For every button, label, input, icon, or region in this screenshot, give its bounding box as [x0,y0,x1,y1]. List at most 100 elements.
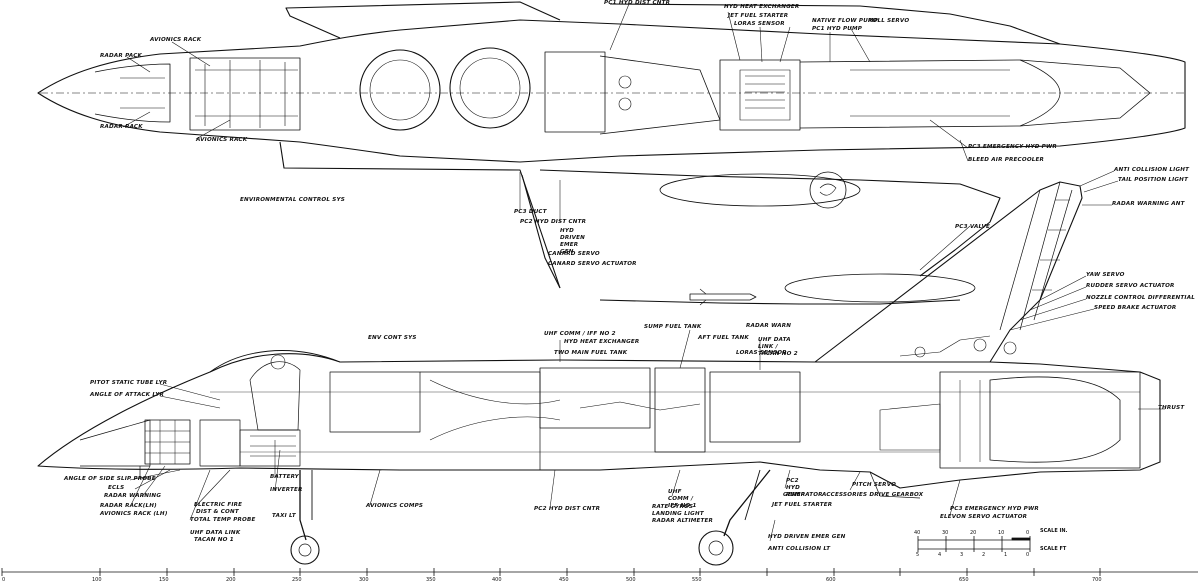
side-fuselage-outline [37,353,1161,489]
main-landing-gear [723,469,771,537]
label-rudder-servo-actuator: RUDDER SERVO ACTUATOR [1086,283,1175,289]
label-pc3-emergency-hyd-pwr-top: PC3 EMERGENCY HYD PWR [968,144,1057,150]
ruler-tick: 200 [226,577,236,583]
plan-intake-right [449,47,531,129]
label-pc2-hyd-dist-cntr-top: PC2 HYD DIST CNTR [520,219,587,225]
plan-wing-tip-upper [609,3,1061,45]
scale-ft-tick: 3 [960,552,964,558]
scale-in-tick: 40 [914,530,921,536]
label-pc1-hyd-pump: PC1 HYD PUMP [812,26,863,32]
ruler-tick: 500 [626,577,636,583]
label-uhf-data-link: UHF DATA LINK / TACAN NO 2 [758,337,798,357]
label-radar-altimeter: RADAR ALTIMETER [652,518,714,524]
scale-in-tick: 30 [942,530,949,536]
label-loras-sensor-top: LORAS SENSOR [734,21,785,27]
label-env-control-sys: ENVIRONMENTAL CONTROL SYS [240,197,345,203]
label-hyd-heat-exchanger-top: HYD HEAT EXCHANGER [724,4,800,10]
label-total-temp-probe: TOTAL TEMP PROBE [190,517,256,523]
ruler-tick: 450 [559,577,569,583]
label-pitch-servo: PITCH SERVO [852,482,897,488]
label-jet-fuel-starter-side: JET FUEL STARTER [772,502,833,508]
side-main-fuel-tank [539,367,651,429]
scale-ft-tick: 0 [1026,552,1030,558]
label-env-cont-sys: ENV CONT SYS [368,335,417,341]
plan-view [37,1,1186,306]
label-pc2-hyd-dist-cntr-side: PC2 HYD DIST CNTR [534,506,601,512]
plan-wing-trailing [599,299,961,305]
vertical-tail [814,181,1083,363]
label-native-flow-pump: NATIVE FLOW PUMP [812,18,879,24]
plan-fuselage-outline [37,19,1186,163]
scale-ft-tick: 4 [938,552,942,558]
label-radar-warning: RADAR WARNING [104,493,162,499]
label-radar-warning-ant: RADAR WARNING ANT [1112,201,1185,207]
label-battery: BATTERY [270,474,299,480]
label-radar-rack-avionics: RADAR RACK(LH) [100,503,157,509]
scale-in-tick: 10 [998,530,1005,536]
label-yaw-servo: YAW SERVO [1086,272,1125,278]
leader-lines [122,3,1165,542]
label-pc3-duct: PC3 DUCT [514,209,547,215]
ruler-tick: 650 [959,577,969,583]
plan-main-wing [539,169,1001,277]
label-radar-pack: RADAR PACK [100,53,143,59]
label-anti-collision-light: ANTI COLLISION LIGHT [1114,167,1190,173]
label-avionics-comps: AVIONICS COMPS [366,503,424,509]
label-electric-fire: ELECTRIC FIRE [194,502,243,508]
label-tail-position-light: TAIL POSITION LIGHT [1118,177,1189,183]
plan-missile [689,293,757,301]
ruler-tick: 150 [159,577,169,583]
label-angle-of-attack: ANGLE OF ATTACK LYR [90,392,164,398]
label-speed-brake-actuator: SPEED BRAKE ACTUATOR [1094,305,1177,311]
label-pc1-hyd-dist-cntr: PC1 HYD DIST CNTR [604,0,671,6]
ruler-tick: 250 [292,577,302,583]
label-pc2-hyd-pump: PC2 HYD PUMP [786,478,806,498]
plan-wing-lower [279,141,561,289]
label-radar-rack: RADAR RACK [100,124,143,130]
label-avionics-rack-lh: AVIONICS RACK (LH) [100,511,168,517]
label-radar-warn: RADAR WARN [746,323,792,329]
label-pitot-static-tube: PITOT STATIC TUBE LYR [90,380,168,386]
plan-wing-upper [285,1,561,39]
label-uhf-data-link-tacan: UHF DATA LINK [190,530,241,536]
ruler-tick: 600 [826,577,836,583]
label-sump-fuel-tank: SUMP FUEL TANK [644,324,702,330]
label-nozzle-control-differential: NOZZLE CONTROL DIFFERENTIAL [1086,295,1196,301]
label-uhf-comm-iff-1: UHF COMM / IFF NO 1 [668,489,697,509]
nose-landing-gear [299,470,307,541]
side-canopy [209,350,341,373]
label-jet-fuel-starter-top: JET FUEL STARTER [728,13,789,19]
scale-ft-tick: 5 [916,552,920,558]
ruler-tick: 700 [1092,577,1102,583]
label-avionics-rack-top: AVIONICS RACK [150,37,202,43]
tail-fin-outline [814,181,1083,363]
side-aft-fuel-tank [709,371,801,443]
scale-inches-label: SCALE IN. [1040,528,1068,534]
ruler-tick: 400 [492,577,502,583]
scale-ft-tick: 1 [1004,552,1008,558]
label-uhf-comm-iff: UHF COMM / IFF NO 2 [544,331,616,337]
label-canard-servo: CANARD SERVO [548,251,600,257]
scale-bar [917,536,1031,552]
label-hyd-heat-exchanger-side: HYD HEAT EXCHANGER [564,339,640,345]
label-rate-gyros: RATE GYROS [652,504,694,510]
ruler-tick: 300 [359,577,369,583]
label-angle-of-side-slip: ANGLE OF SIDE SLIP PROBE [64,476,156,482]
ruler-tick: 0 [2,577,6,583]
label-aft-fuel-tank: AFT FUEL TANK [698,335,749,341]
ruler-tick: 100 [92,577,102,583]
label-dist-cont: DIST & CONT [196,509,239,515]
plan-intake-left [359,49,441,131]
label-bleed-air-precooler: BLEED AIR PRECOOLER [968,157,1045,163]
label-inverter: INVERTER [270,487,303,493]
ruler-tick: 350 [426,577,436,583]
label-ecls: ECLS [108,485,125,491]
plan-roundel [809,171,847,209]
scale-in-tick: 0 [1026,530,1030,536]
plan-wing-lower-edge [521,174,561,289]
label-tacan-no1: TACAN NO 1 [194,537,234,543]
label-avionics-rack-lower: AVIONICS RACK [196,137,248,143]
label-pc3-valve: PC3 VALVE [955,224,991,230]
label-roll-servo: ROLL SERVO [868,18,910,24]
label-two-main-fuel-tank: TWO MAIN FUEL TANK [554,350,628,356]
